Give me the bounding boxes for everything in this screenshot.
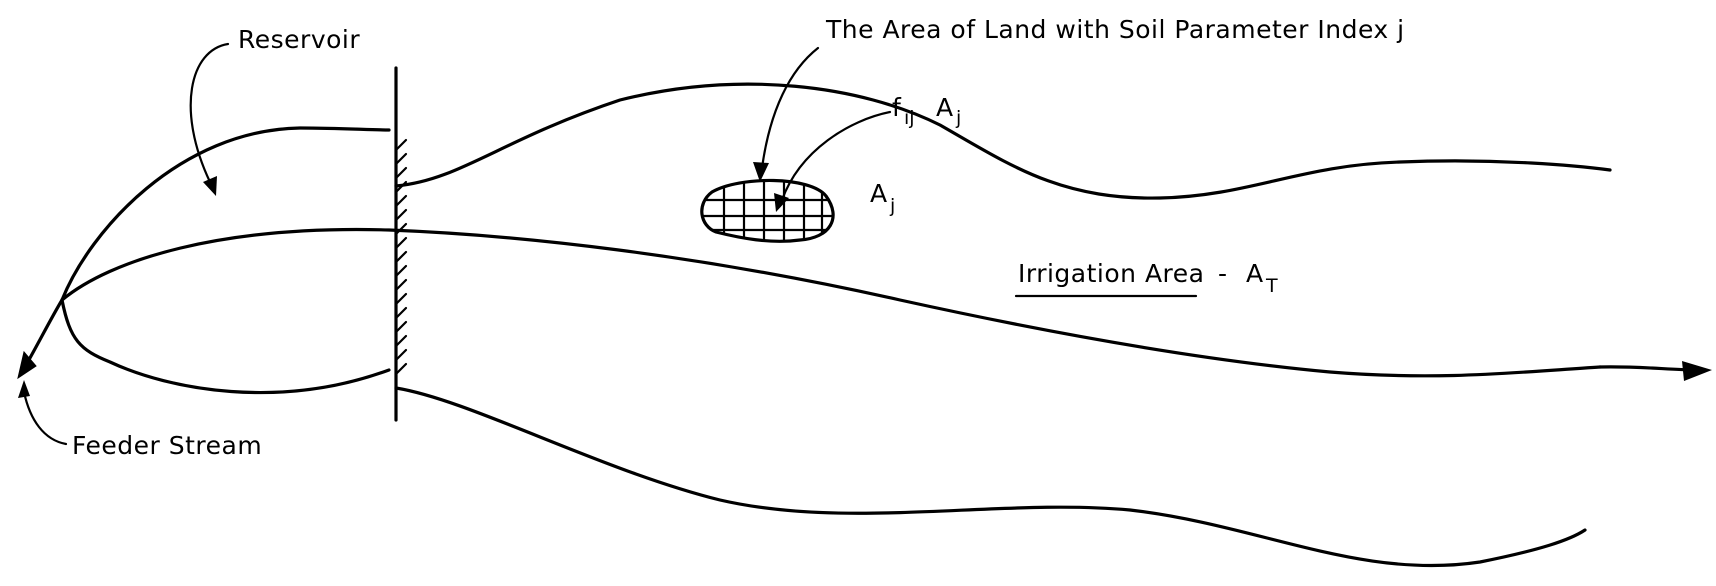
soil-parcel [700, 178, 835, 243]
reservoir-upper-outline [60, 126, 391, 302]
area-label-leader [760, 46, 820, 170]
reservoir-leader-arrowhead [203, 176, 217, 196]
feeder-stream-leader [22, 390, 68, 446]
irrigation-area-lower-boundary [394, 386, 1587, 568]
fij-leader [780, 110, 892, 202]
soil-parcel-outline [700, 178, 835, 243]
fij-aj-label: f ij A j [892, 93, 961, 129]
reservoir-label: Reservoir [238, 25, 360, 54]
irrigation-area-upper-boundary [394, 82, 1612, 200]
at-a: A [1246, 259, 1263, 288]
soil-parcel-grid [701, 180, 834, 242]
feeder-stream-arrowhead [17, 350, 37, 380]
irrigation-area-label: Irrigation Area - A T [1014, 259, 1278, 298]
feeder-stream-label: Feeder Stream [72, 431, 262, 460]
fij-f: f [892, 93, 902, 122]
reservoir-lower-outline [60, 298, 391, 395]
dam-hatching [394, 138, 408, 376]
aj-label: A j [870, 179, 895, 217]
fij-a: A [936, 93, 953, 122]
fij-subscript: ij [904, 107, 915, 129]
reservoir-leader [189, 42, 230, 184]
river-channel [60, 227, 1602, 378]
area-of-land-label: The Area of Land with Soil Parameter Ind… [825, 15, 1405, 44]
river-outflow [1598, 365, 1702, 372]
at-subscript: T [1265, 275, 1278, 297]
aj-subscript: j [889, 195, 895, 217]
irrigation-area-dash: - [1218, 259, 1228, 288]
fij-a-subscript: j [955, 107, 961, 129]
aj-a: A [870, 179, 887, 208]
fij-leader-arrowhead [774, 193, 789, 212]
area-label-leader-arrowhead [753, 162, 769, 182]
feeder-stream-leader-arrowhead [18, 380, 30, 398]
irrigation-area-text: Irrigation Area [1018, 259, 1205, 288]
